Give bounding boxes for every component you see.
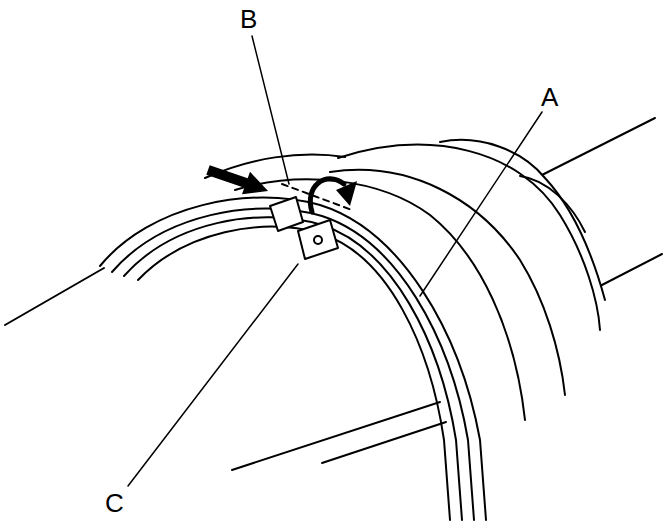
callout-letter: B (240, 6, 257, 32)
band-edge (138, 227, 450, 520)
boot-rim (100, 198, 486, 520)
leader-line (420, 112, 542, 296)
leader-line (128, 264, 298, 486)
bend-arrow-head (336, 181, 357, 206)
shaft-edge (532, 118, 655, 180)
boot-convolution (440, 140, 605, 300)
leader-line (252, 36, 289, 184)
band-edge (112, 209, 474, 520)
clamp-hole (314, 236, 322, 244)
clamp-plate (298, 220, 338, 259)
shaft-edge (5, 268, 104, 325)
band-edge (124, 217, 462, 520)
bend-arrow (310, 179, 344, 212)
shaft-edge (600, 254, 662, 286)
shaft-edge (232, 402, 440, 470)
clamp-tab (270, 197, 303, 231)
push-arrow (206, 165, 268, 194)
callout-letter: C (105, 490, 124, 516)
callout-letter: A (541, 84, 558, 110)
shaft-edge (322, 422, 446, 463)
boot-convolution (235, 179, 525, 420)
